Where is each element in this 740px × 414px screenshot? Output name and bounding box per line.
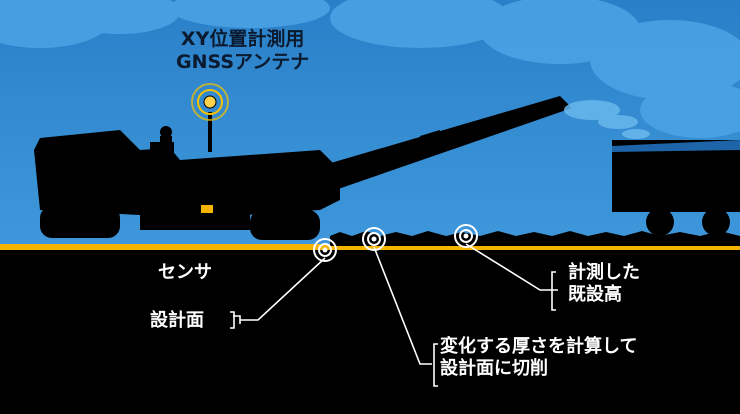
road-stripe bbox=[0, 244, 740, 250]
cut-to-design-label-line2: 設計面に切削 bbox=[440, 357, 548, 379]
machine-badge bbox=[201, 205, 213, 213]
gnss-antenna-label-line1: XY位置計測用 bbox=[180, 28, 305, 50]
design-bracket bbox=[230, 311, 235, 329]
cut-to-design-label-line1: 変化する厚さを計算して bbox=[440, 336, 638, 357]
material-spray bbox=[564, 100, 650, 139]
gnss-antenna-label-line2: GNSSアンテナ bbox=[176, 51, 310, 74]
design-surface-leader bbox=[233, 257, 326, 324]
milling-machine-silhouette bbox=[34, 96, 740, 240]
sensor-label: センサ bbox=[158, 262, 212, 283]
measured-height-label-line2: 既設高 bbox=[568, 283, 622, 305]
cut-bracket bbox=[433, 343, 438, 387]
existing-surface bbox=[330, 231, 740, 246]
sensor-target-icon bbox=[313, 238, 337, 262]
measured-height-label-line1: 計測した bbox=[568, 262, 640, 283]
cut-leader bbox=[373, 246, 432, 365]
gnss-antenna-icon bbox=[191, 83, 229, 121]
cut-to-design-label: 変化する厚さを計算して 設計面に切削 bbox=[440, 336, 637, 380]
design-surface-label: 設計面 bbox=[150, 310, 204, 331]
sensor-target-icon bbox=[362, 227, 386, 251]
clouds bbox=[0, 0, 740, 138]
ground bbox=[0, 250, 740, 414]
measured-height-label: 計測した 既設高 bbox=[568, 262, 640, 306]
truck-load bbox=[612, 140, 740, 152]
sensor-target-icon bbox=[454, 224, 478, 248]
gnss-antenna-label: XY位置計測用 GNSSアンテナ bbox=[176, 28, 309, 74]
measured-bracket bbox=[551, 271, 556, 311]
